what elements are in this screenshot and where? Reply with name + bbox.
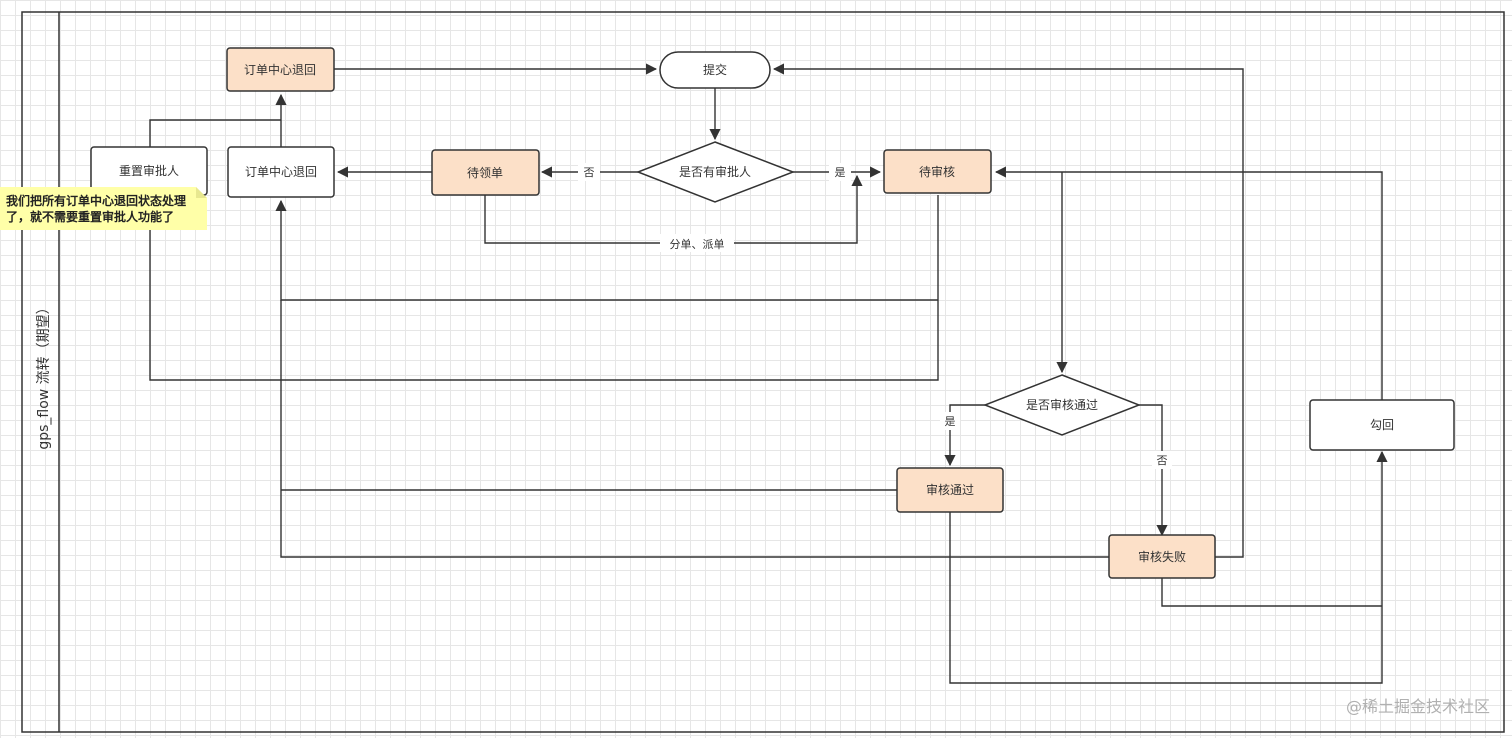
swimlane-title: gps_flow 流转（期望） <box>36 300 52 449</box>
node-pending-review[interactable]: 待审核 <box>883 149 992 194</box>
svg-text:审核失败: 审核失败 <box>1138 549 1186 564</box>
svg-text:重置审批人: 重置审批人 <box>119 163 179 178</box>
svg-text:勾回: 勾回 <box>1370 418 1394 432</box>
svg-text:是否有审批人: 是否有审批人 <box>679 164 751 179</box>
edge-label-no-claim: 否 <box>584 166 595 179</box>
edges <box>149 63 1388 684</box>
edge-reset-connector <box>149 119 281 147</box>
sticky-note-line2: 了，就不需要重置审批人功能了 <box>6 209 174 224</box>
node-order-center-return[interactable]: 订单中心退回 <box>227 146 335 198</box>
node-reset-approver[interactable]: 重置审批人 <box>90 146 208 196</box>
edge-failed-to-recall <box>1161 578 1382 607</box>
svg-text:提交: 提交 <box>703 62 727 77</box>
node-review-failed[interactable]: 审核失败 <box>1108 534 1216 579</box>
sticky-note-line1: 我们把所有订单中心退回状态处理 <box>6 193 186 208</box>
edge-failed-to-return-line <box>280 300 1110 558</box>
node-review-passed[interactable]: 审核通过 <box>896 467 1004 513</box>
edge-pass-no <box>1139 404 1168 537</box>
edge-review-to-reset <box>149 195 939 381</box>
edge-label-yes-review: 是 <box>835 166 846 179</box>
watermark: @稀土掘金技术社区 <box>1346 697 1490 716</box>
edge-pass-yes <box>944 404 985 467</box>
sticky-note[interactable]: 我们把所有订单中心退回状态处理 了，就不需要重置审批人功能了 <box>0 187 207 230</box>
edge-label-pass-yes: 是 <box>945 415 956 428</box>
edge-passed-to-recall <box>949 450 1388 684</box>
svg-text:订单中心退回: 订单中心退回 <box>244 62 316 77</box>
svg-text:订单中心退回: 订单中心退回 <box>245 164 317 179</box>
node-recall[interactable]: 勾回 <box>1309 399 1455 451</box>
node-review-passed-decision[interactable]: 是否审核通过 <box>982 374 1142 436</box>
svg-text:待领单: 待领单 <box>467 166 503 180</box>
node-pending-claim[interactable]: 待领单 <box>431 149 540 196</box>
node-submit[interactable]: 提交 <box>659 51 771 89</box>
node-has-approver-decision[interactable]: 是否有审批人 <box>635 141 796 203</box>
svg-text:是否审核通过: 是否审核通过 <box>1026 397 1098 412</box>
edge-label-pass-no: 否 <box>1157 454 1168 467</box>
edge-review-failed-to-submit <box>772 63 1244 558</box>
svg-text:待审核: 待审核 <box>919 164 955 179</box>
edge-review-to-return <box>275 199 938 301</box>
edge-label-dispatch: 分单、派单 <box>670 238 725 251</box>
edge-recall-to-review <box>994 166 1383 400</box>
edge-claim-dispatch-to-review <box>484 174 863 244</box>
svg-text:审核通过: 审核通过 <box>926 482 974 497</box>
swimlane-frame <box>21 11 1505 733</box>
node-order-center-return-top[interactable]: 订单中心退回 <box>226 47 335 92</box>
